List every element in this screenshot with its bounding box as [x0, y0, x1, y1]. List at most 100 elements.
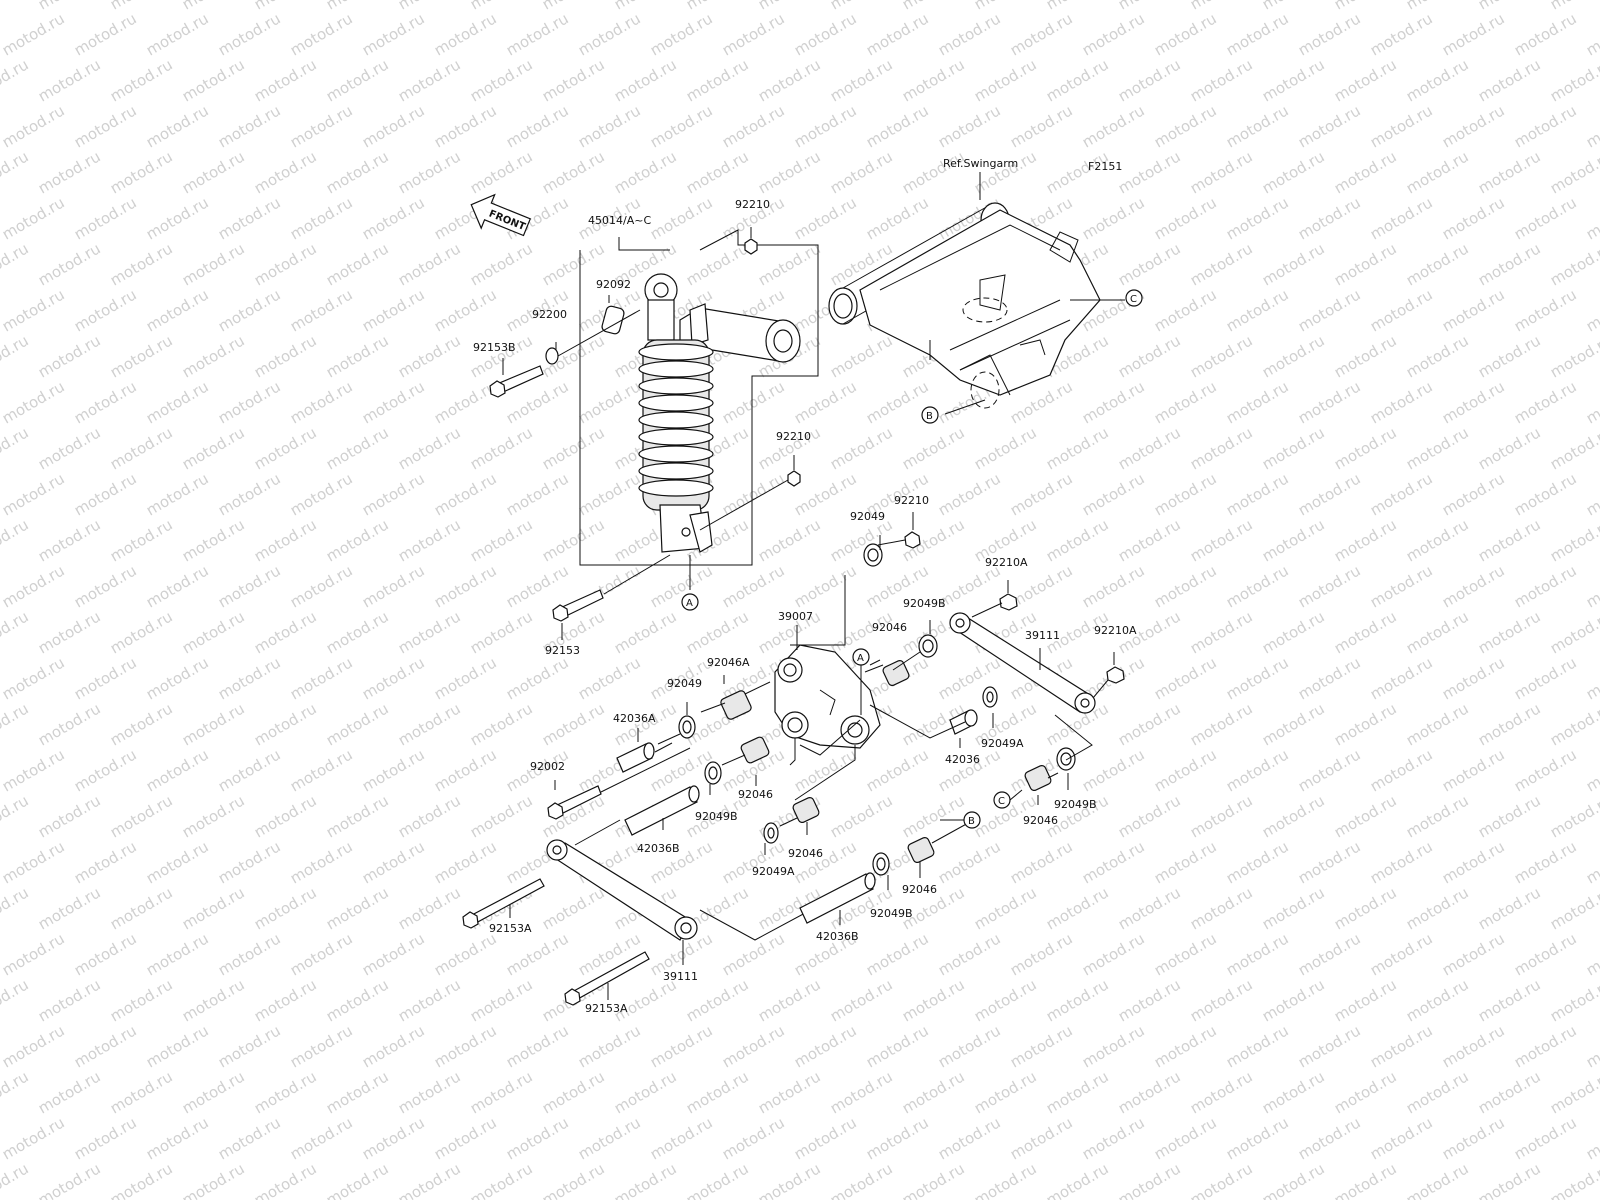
- watermark-text: motod.ru: [1403, 791, 1472, 841]
- watermark-text: motod.ru: [179, 883, 248, 933]
- watermark-text: motod.ru: [0, 285, 68, 335]
- watermark-text: motod.ru: [611, 55, 680, 105]
- watermark-text: motod.ru: [35, 1159, 104, 1200]
- watermark-text: motod.ru: [1043, 975, 1112, 1025]
- part-label: 92046A: [707, 656, 750, 669]
- watermark-text: motod.ru: [755, 1067, 824, 1117]
- watermark-text: motod.ru: [1475, 607, 1544, 657]
- watermark-text: motod.ru: [467, 147, 536, 197]
- part-label: 92210A: [1094, 624, 1137, 637]
- watermark-text: motod.ru: [899, 1159, 968, 1200]
- watermark-text: motod.ru: [1583, 193, 1600, 243]
- watermark-text: motod.ru: [1331, 147, 1400, 197]
- watermark-text: motod.ru: [719, 469, 788, 519]
- long-bolts: [462, 780, 650, 1006]
- watermark-text: motod.ru: [1259, 1159, 1328, 1200]
- watermark-text: motod.ru: [467, 515, 536, 565]
- watermark-text: motod.ru: [395, 147, 464, 197]
- part-label: 92153A: [489, 922, 532, 935]
- watermark-text: motod.ru: [431, 745, 500, 795]
- watermark-text: motod.ru: [323, 1067, 392, 1117]
- watermark-text: motod.ru: [1151, 1113, 1220, 1163]
- watermark-text: motod.ru: [1367, 1113, 1436, 1163]
- watermark-text: motod.ru: [1187, 1159, 1256, 1200]
- watermark-text: motod.ru: [971, 423, 1040, 473]
- watermark-text: motod.ru: [503, 9, 572, 59]
- watermark-text: motod.ru: [1439, 377, 1508, 427]
- watermark-text: motod.ru: [1583, 929, 1600, 979]
- watermark-text: motod.ru: [431, 285, 500, 335]
- watermark-text: motod.ru: [431, 1113, 500, 1163]
- watermark-text: motod.ru: [755, 0, 824, 13]
- watermark-text: motod.ru: [359, 1113, 428, 1163]
- part-label: 92049B: [695, 810, 738, 823]
- part-label: 42036: [945, 753, 980, 766]
- watermark-text: motod.ru: [359, 561, 428, 611]
- spring-coil: [638, 445, 714, 463]
- part-label: 92002: [530, 760, 565, 773]
- watermark-text: motod.ru: [179, 147, 248, 197]
- watermark-text: motod.ru: [899, 55, 968, 105]
- watermark-text: motod.ru: [575, 653, 644, 703]
- watermark-text: motod.ru: [143, 653, 212, 703]
- watermark-text: motod.ru: [1511, 653, 1580, 703]
- watermark-text: motod.ru: [1295, 377, 1364, 427]
- watermark-text: motod.ru: [1259, 975, 1328, 1025]
- watermark-text: motod.ru: [1403, 55, 1472, 105]
- watermark-text: motod.ru: [1115, 423, 1184, 473]
- watermark-text: motod.ru: [0, 1067, 32, 1117]
- watermark-text: motod.ru: [539, 1067, 608, 1117]
- watermark-text: motod.ru: [0, 929, 68, 979]
- watermark-text: motod.ru: [1187, 55, 1256, 105]
- watermark-text: motod.ru: [827, 147, 896, 197]
- watermark-text: motod.ru: [935, 1113, 1004, 1163]
- watermark-text: motod.ru: [1079, 377, 1148, 427]
- spring-coils: [638, 343, 714, 497]
- part-label: 42036B: [637, 842, 680, 855]
- watermark-text: motod.ru: [1331, 55, 1400, 105]
- part-label: 92049B: [870, 907, 913, 920]
- watermark-text: motod.ru: [1079, 193, 1148, 243]
- watermark-text: motod.ru: [1511, 1113, 1580, 1163]
- watermark-text: motod.ru: [1043, 1067, 1112, 1117]
- watermark-text: motod.ru: [1331, 1159, 1400, 1200]
- watermark-text: motod.ru: [1547, 791, 1600, 841]
- watermark-text: motod.ru: [0, 1159, 32, 1200]
- watermark-text: motod.ru: [1223, 1113, 1292, 1163]
- watermark-text: motod.ru: [1151, 1021, 1220, 1071]
- watermark-text: motod.ru: [323, 515, 392, 565]
- watermark-text: motod.ru: [1475, 975, 1544, 1025]
- watermark-text: motod.ru: [719, 1021, 788, 1071]
- shock-lower-hardware: [552, 455, 801, 640]
- watermark-text: motod.ru: [107, 975, 176, 1025]
- watermark-text: motod.ru: [359, 9, 428, 59]
- watermark-text: motod.ru: [827, 55, 896, 105]
- part-label: 92210A: [985, 556, 1028, 569]
- watermark-text: motod.ru: [1151, 9, 1220, 59]
- watermark-text: motod.ru: [1079, 9, 1148, 59]
- watermark-text: motod.ru: [71, 837, 140, 887]
- watermark-text: motod.ru: [179, 515, 248, 565]
- watermark-text: motod.ru: [683, 0, 752, 13]
- watermark-text: motod.ru: [935, 1021, 1004, 1071]
- watermark-text: motod.ru: [1187, 515, 1256, 565]
- watermark-text: motod.ru: [1079, 929, 1148, 979]
- watermark-text: motod.ru: [719, 561, 788, 611]
- part-label: 92046: [788, 847, 823, 860]
- watermark-text: motod.ru: [1187, 0, 1256, 13]
- watermark-text: motod.ru: [611, 0, 680, 13]
- watermark-text: motod.ru: [1187, 239, 1256, 289]
- watermark-text: motod.ru: [251, 975, 320, 1025]
- watermark-text: motod.ru: [359, 653, 428, 703]
- watermark-text: motod.ru: [1331, 791, 1400, 841]
- part-label: 92153: [545, 644, 580, 657]
- watermark-text: motod.ru: [1403, 1159, 1472, 1200]
- watermark-text: motod.ru: [683, 1159, 752, 1200]
- watermark-text: motod.ru: [1043, 423, 1112, 473]
- watermark-text: motod.ru: [827, 0, 896, 13]
- watermark-text: motod.ru: [1511, 745, 1580, 795]
- watermark-text: motod.ru: [1151, 745, 1220, 795]
- watermark-text: motod.ru: [179, 0, 248, 13]
- watermark-text: motod.ru: [1295, 9, 1364, 59]
